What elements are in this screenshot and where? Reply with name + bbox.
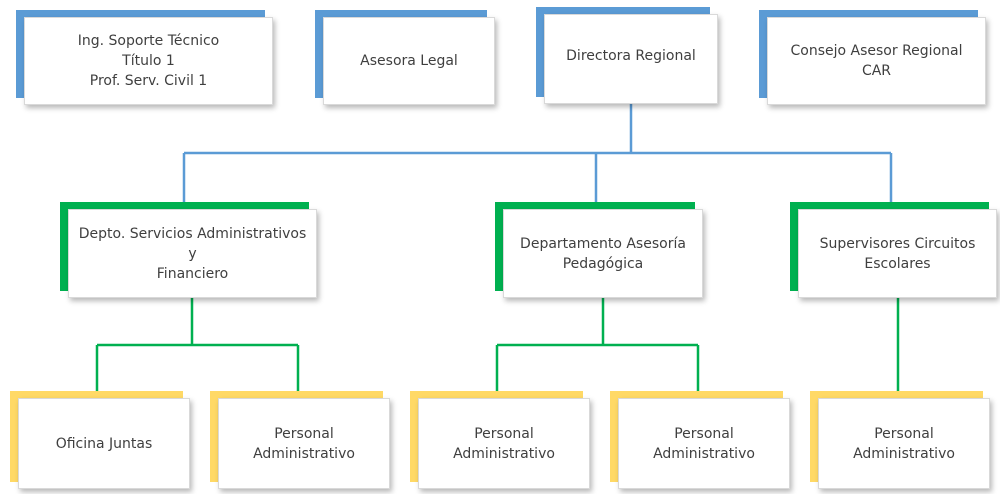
node-ing-soporte-label: Ing. Soporte Técnico Título 1 Prof. Serv…	[24, 17, 273, 105]
node-asesora-legal-label: Asesora Legal	[323, 17, 495, 105]
depto-asesoria-connector	[495, 298, 700, 391]
node-personal-4-label: Personal Administrativo	[818, 398, 990, 489]
node-personal-2-label: Personal Administrativo	[418, 398, 590, 489]
node-supervisores-label: Supervisores Circuitos Escolares	[798, 209, 997, 298]
depto-servicios-connector	[95, 298, 300, 391]
node-depto-asesoria-label: Departamento Asesoría Pedagógica	[503, 209, 703, 298]
green-connectors	[95, 298, 900, 391]
blue-connectors	[182, 104, 893, 204]
node-directora-regional-label: Directora Regional	[544, 14, 718, 104]
node-consejo-asesor-label: Consejo Asesor Regional CAR	[767, 17, 986, 105]
node-personal-3-label: Personal Administrativo	[618, 398, 790, 489]
node-depto-servicios-label: Depto. Servicios Administrativos y Finan…	[68, 209, 317, 298]
node-personal-1-label: Personal Administrativo	[218, 398, 390, 489]
director-to-middle-connector	[182, 104, 893, 204]
node-oficina-juntas-label: Oficina Juntas	[18, 398, 190, 489]
